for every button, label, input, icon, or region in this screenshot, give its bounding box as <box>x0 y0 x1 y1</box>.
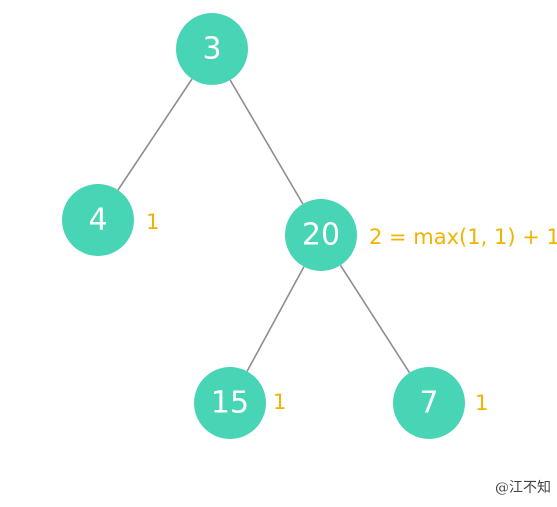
height-annotation-n7: 1 <box>475 391 488 415</box>
edge-n20-n15 <box>246 266 305 372</box>
node-label: 7 <box>419 386 438 421</box>
edges-layer <box>117 78 411 374</box>
node-circle <box>194 367 266 439</box>
node-circle <box>285 199 357 271</box>
node-label: 3 <box>202 32 221 67</box>
edge-n3-n4 <box>117 78 193 191</box>
node-circle <box>393 367 465 439</box>
tree-node-15: 15 <box>194 367 266 439</box>
tree-node-7: 7 <box>393 367 465 439</box>
edge-n3-n20 <box>229 79 304 205</box>
tree-node-3: 3 <box>176 13 248 85</box>
node-label: 20 <box>302 218 340 253</box>
watermark: @江不知 <box>495 480 551 496</box>
node-label: 4 <box>88 203 107 238</box>
height-annotation-n4: 1 <box>146 210 159 234</box>
tree-node-20: 20 <box>285 199 357 271</box>
height-annotation-n20: 2 = max(1, 1) + 1 <box>369 225 557 249</box>
tree-node-4: 4 <box>62 184 134 256</box>
node-circle <box>62 184 134 256</box>
node-label: 15 <box>211 386 249 421</box>
node-circle <box>176 13 248 85</box>
height-annotation-n15: 1 <box>273 390 286 414</box>
annotations-layer: 1 2 = max(1, 1) + 1 1 1 <box>146 210 557 415</box>
nodes-layer: 3 4 20 15 7 <box>62 13 465 439</box>
edge-n20-n7 <box>339 264 411 374</box>
